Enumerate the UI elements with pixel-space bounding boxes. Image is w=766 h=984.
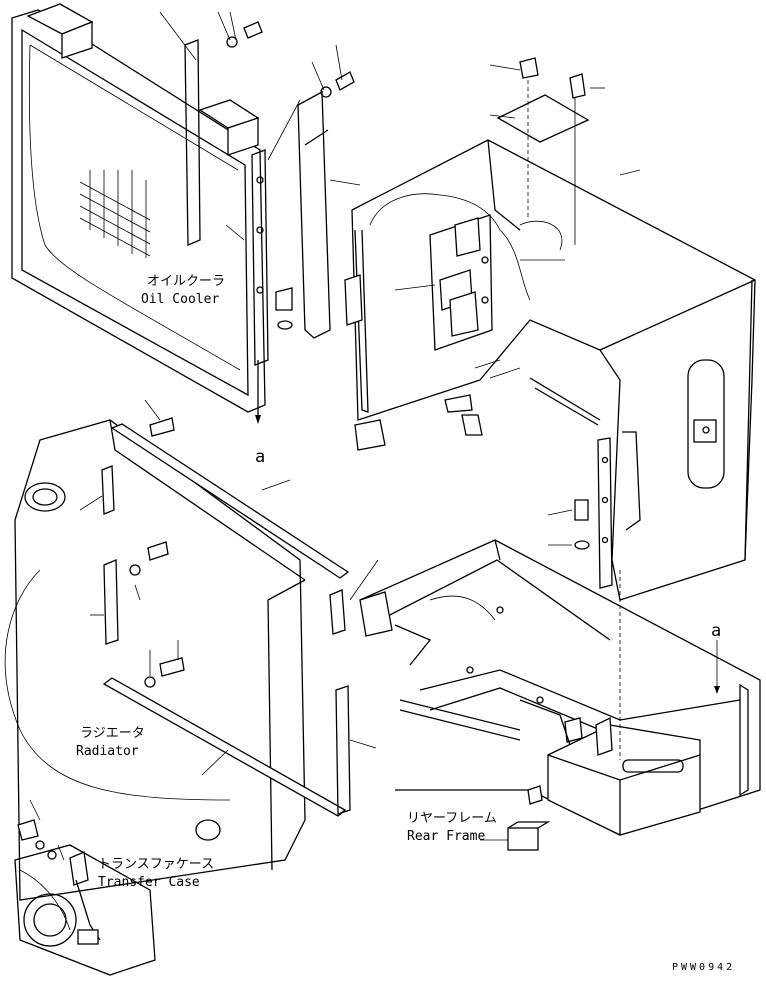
rear-frame-assembly	[359, 539, 761, 851]
marker-a-upper: a	[255, 447, 265, 467]
radiator-assembly	[4, 399, 350, 901]
drawing-code: PWW0942	[672, 962, 735, 973]
oil-cooler-bolts	[159, 11, 355, 330]
rear-frame-label-en: Rear Frame	[407, 829, 485, 844]
radiator-label-jp: ラジエータ	[80, 726, 145, 741]
transfer-case-label-en: Transfer Case	[98, 875, 200, 890]
transfer-case-label-jp: トランスファケース	[98, 857, 214, 872]
radiator-label-en: Radiator	[76, 744, 139, 759]
side-cover-assembly	[344, 57, 756, 601]
rear-frame-label-jp: リヤーフレーム	[407, 811, 497, 826]
oil-cooler-assembly	[11, 3, 269, 424]
oil-cooler-label-en: Oil Cooler	[141, 292, 219, 307]
cooler-side-strip	[267, 90, 361, 339]
transfer-case-assembly	[14, 799, 156, 976]
marker-a-lower: a	[711, 621, 721, 641]
oil-cooler-label-jp: オイルクーラ	[147, 274, 225, 289]
radiator-side-brackets	[329, 559, 379, 815]
